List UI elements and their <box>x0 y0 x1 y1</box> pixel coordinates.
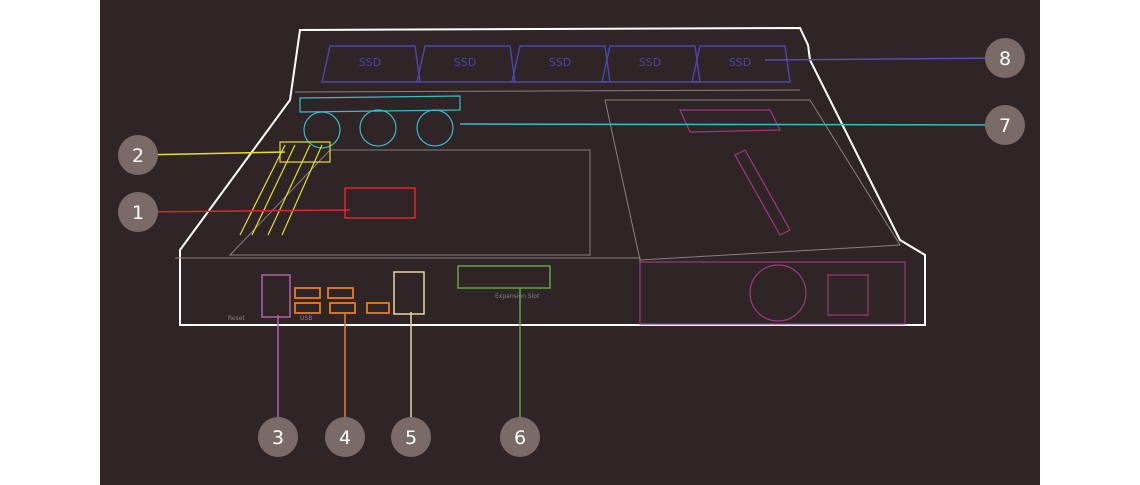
callout-number: 6 <box>514 427 526 449</box>
server-diagram: SSD SSD SSD SSD SSD Reset USB Expansion Slot… <box>100 0 1040 485</box>
ssd-label: SSD <box>359 56 381 69</box>
callout-number: 5 <box>405 427 417 449</box>
callout-number: 8 <box>999 48 1011 70</box>
callout-number: 2 <box>132 145 144 167</box>
callout-2 <box>118 135 158 175</box>
leader-line-ssd-bays <box>764 57 1006 61</box>
leader-line-m2-slot <box>137 209 351 213</box>
callout-number: 4 <box>339 427 351 449</box>
callout-4 <box>325 417 365 457</box>
callout-5 <box>391 417 431 457</box>
m2-slot <box>344 187 416 219</box>
ssd-bay <box>691 45 791 83</box>
callout-6 <box>500 417 540 457</box>
callout-number: 3 <box>272 427 284 449</box>
top-rail <box>294 89 801 93</box>
memory-slots <box>239 141 331 236</box>
usb-ports <box>294 287 390 314</box>
motherboard-outline <box>228 149 591 256</box>
chassis-drawing: SSD SSD SSD SSD SSD Reset USB Expansion Slot… <box>118 26 1025 457</box>
ssd-label: SSD <box>454 56 476 69</box>
callout-1 <box>118 192 158 232</box>
usb-label: USB <box>300 315 312 322</box>
reset-label: Reset <box>228 315 245 322</box>
chassis-outline <box>179 26 926 326</box>
callout-8 <box>985 38 1025 78</box>
ssd-label: SSD <box>729 56 751 69</box>
callout-number: 7 <box>999 115 1011 137</box>
leader-line-memory-slots <box>137 151 286 156</box>
psu-outline <box>604 99 901 261</box>
fans <box>299 95 461 149</box>
leader-line-fans <box>459 123 1006 126</box>
expansion-slot-label: Expansion Slot <box>495 293 540 300</box>
lan-ports <box>393 271 425 315</box>
expansion-slot <box>457 265 551 289</box>
callout-number: 1 <box>132 202 144 224</box>
callout-3 <box>258 417 298 457</box>
psu-area <box>639 109 906 325</box>
sfp-port <box>261 274 291 318</box>
callout-7 <box>985 105 1025 145</box>
ssd-label: SSD <box>639 56 661 69</box>
ssd-label: SSD <box>549 56 571 69</box>
